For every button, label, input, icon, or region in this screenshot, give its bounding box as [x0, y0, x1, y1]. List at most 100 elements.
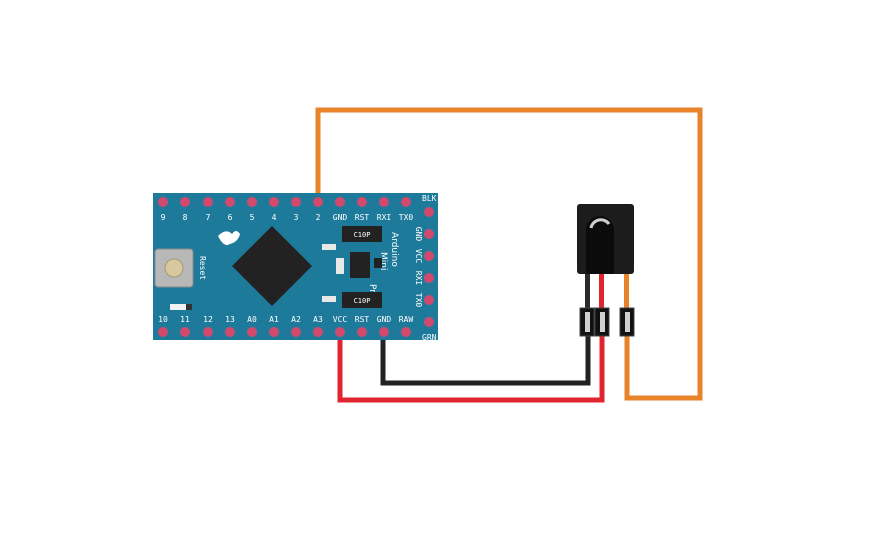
pin-label: RST [355, 213, 370, 222]
board-name-line-1: Arduino [389, 232, 399, 267]
pin-label: 9 [161, 213, 166, 222]
corner-label-blk: BLK [422, 194, 437, 203]
top-pin-labels: 9 8 7 6 5 4 3 2 GND RST RXI TX0 [161, 213, 414, 222]
pin-pad [203, 197, 213, 207]
sensor-leg-gnd [585, 274, 590, 310]
pin-pad [225, 327, 235, 337]
pin-pad [424, 273, 434, 283]
capacitor-bottom-label: C10P [354, 297, 371, 305]
sensor-leg-vcc [599, 274, 604, 310]
pin-label: 5 [250, 213, 255, 222]
pin-pad [203, 327, 213, 337]
jumper-pin [585, 312, 590, 332]
corner-label-grn: GRN [422, 333, 437, 342]
pin-pad [180, 197, 190, 207]
right-pin-labels: GND VCC RXI TX0 [414, 227, 423, 308]
pin-label: 13 [225, 315, 235, 324]
microcontroller-chip [232, 226, 312, 306]
smd-component [322, 244, 336, 250]
pin-label: TX0 [399, 213, 414, 222]
pin-pad [401, 197, 411, 207]
pin-pad [424, 317, 434, 327]
pin-pad [247, 327, 257, 337]
pin-pad [158, 197, 168, 207]
pin-label: A0 [247, 315, 257, 324]
sensor-dome [586, 216, 614, 274]
board-name-line-3: Pro [367, 284, 377, 299]
board-name: Arduino Mini Pro [367, 232, 399, 299]
pin-pad [291, 197, 301, 207]
pin-pad [379, 327, 389, 337]
top-pin-pads [158, 197, 411, 207]
pin-pad [379, 197, 389, 207]
smd-led [170, 304, 186, 310]
pin-label: GND [414, 227, 423, 242]
ir-receiver-sensor [577, 204, 635, 337]
pin-label: 3 [294, 213, 299, 222]
pin-pad [225, 197, 235, 207]
pin-label: A3 [313, 315, 323, 324]
pin-pad [424, 207, 434, 217]
pin-label: 8 [183, 213, 188, 222]
pin-label: 7 [206, 213, 211, 222]
sensor-leg-out [624, 274, 629, 310]
pin-label: RAW [399, 315, 414, 324]
pin-label: 2 [316, 213, 321, 222]
pin-pad [335, 197, 345, 207]
reset-button [154, 248, 194, 288]
bottom-pin-pads [158, 327, 411, 337]
smd-resistor [186, 304, 192, 310]
pin-pad [401, 327, 411, 337]
power-wire-red [337, 310, 605, 403]
pin-label: VCC [414, 249, 423, 264]
pin-label: 6 [228, 213, 233, 222]
smd-component [336, 258, 344, 274]
reset-label: Reset [198, 256, 207, 280]
signal-wire-orange [315, 107, 703, 401]
pin-pad [269, 327, 279, 337]
pin-label: TX0 [414, 293, 423, 308]
arduino-pro-mini-board: 9 8 7 6 5 4 3 2 GND RST RXI TX0 [153, 193, 438, 342]
wires [315, 107, 703, 403]
capacitor-bottom: C10P [342, 292, 382, 308]
smd-component [374, 258, 382, 268]
pin-label: GND [333, 213, 348, 222]
pin-pad [269, 197, 279, 207]
smd-component [322, 296, 336, 302]
pin-label: 12 [203, 315, 213, 324]
pin-pad [313, 197, 323, 207]
pin-pad [424, 295, 434, 305]
pin-pad [357, 327, 367, 337]
pin-label: GND [377, 315, 392, 324]
pin-pad [291, 327, 301, 337]
pin-pad [158, 327, 168, 337]
capacitor-top: C10P [342, 226, 382, 242]
jumper-pin [600, 312, 605, 332]
capacitor-top-label: C10P [354, 231, 371, 239]
pin-pad [335, 327, 345, 337]
pin-label: RXI [414, 271, 423, 286]
sensor-dome-highlight [589, 218, 611, 229]
pin-label: 4 [272, 213, 277, 222]
pin-pad [247, 197, 257, 207]
board-name-line-2: Mini [378, 252, 388, 270]
pin-label: RST [355, 315, 370, 324]
pin-pad [424, 251, 434, 261]
pin-pad [357, 197, 367, 207]
logo-icon [218, 231, 240, 245]
pin-pad [313, 327, 323, 337]
pin-label: 10 [158, 315, 168, 324]
pin-label: RXI [377, 213, 392, 222]
pin-label: 11 [180, 315, 190, 324]
pin-label: VCC [333, 315, 348, 324]
bottom-pin-labels: 10 11 12 13 A0 A1 A2 A3 VCC RST GND RAW [158, 315, 413, 324]
pin-label: A2 [291, 315, 301, 324]
pin-pad [180, 327, 190, 337]
ground-wire-black [380, 310, 591, 386]
right-pin-pads [424, 207, 434, 327]
jumper-pin [625, 312, 630, 332]
pin-pad [424, 229, 434, 239]
voltage-regulator [350, 252, 370, 278]
pin-label: A1 [269, 315, 279, 324]
